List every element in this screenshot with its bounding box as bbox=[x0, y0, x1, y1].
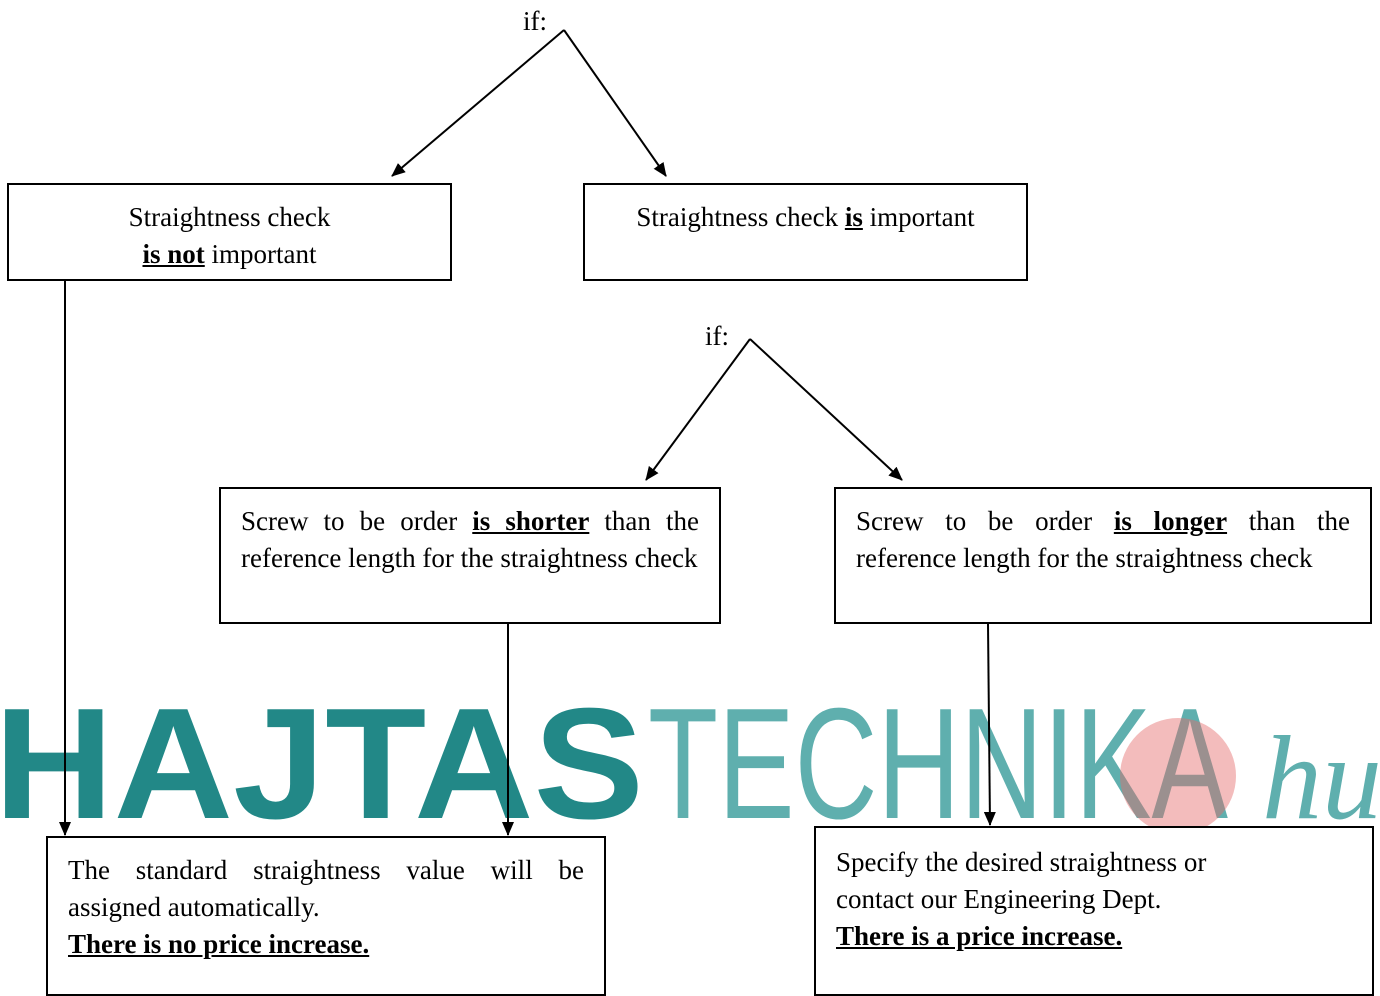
box-not-important-line2: is not important bbox=[9, 236, 450, 273]
box-no-increase-emphasis: There is no price increase. bbox=[68, 929, 370, 959]
box-important-post: important bbox=[862, 202, 975, 232]
box-shorter-emphasis: is shorter bbox=[472, 506, 590, 536]
box-price-increase: Specify the desired straightness or cont… bbox=[814, 826, 1374, 996]
arrow-top-to-not-important bbox=[391, 29, 565, 177]
box-increase-emphasis: There is a price increase. bbox=[836, 921, 1123, 951]
box-longer-pre: Screw to be order bbox=[856, 506, 1114, 536]
box-not-important-emphasis: is not bbox=[142, 239, 205, 269]
box-increase-line1: Specify the desired straightness or bbox=[836, 847, 1207, 877]
box-no-price-increase: The standard straightness value will be … bbox=[46, 836, 606, 996]
watermark-logo-icon bbox=[1120, 718, 1236, 834]
box-check-not-important: Straightness check is not important bbox=[7, 183, 452, 281]
box-important-pre: Straightness check bbox=[636, 202, 845, 232]
box-shorter-post: than the reference length for the straig… bbox=[241, 506, 699, 573]
box-screw-longer: Screw to be order is longer than the ref… bbox=[834, 487, 1372, 624]
box-longer-post: than the reference length for the straig… bbox=[856, 506, 1350, 573]
decision-middle-label: if: bbox=[705, 321, 729, 351]
box-increase-line2: contact our Engineering Dept. bbox=[836, 884, 1162, 914]
decision-top-label: if: bbox=[523, 6, 547, 36]
arrow-top-to-important bbox=[563, 29, 667, 177]
box-longer-emphasis: is longer bbox=[1113, 506, 1228, 536]
box-not-important-line1: Straightness check bbox=[128, 202, 331, 232]
box-screw-shorter: Screw to be order is shorter than the re… bbox=[219, 487, 721, 624]
arrow-longer-to-increase bbox=[983, 623, 996, 826]
watermark-bold-text: HAJTAS bbox=[0, 683, 644, 852]
watermark-suffix: hu bbox=[1262, 711, 1380, 844]
box-shorter-pre: Screw to be order bbox=[241, 506, 473, 536]
arrow-middle-to-shorter bbox=[645, 338, 751, 481]
box-check-important: Straightness check is important bbox=[583, 183, 1028, 281]
box-no-increase-text: The standard straightness value will be … bbox=[68, 855, 584, 922]
box-important-emphasis: is bbox=[844, 202, 863, 232]
box-not-important-rest: important bbox=[204, 239, 317, 269]
arrow-middle-to-longer bbox=[749, 338, 903, 481]
